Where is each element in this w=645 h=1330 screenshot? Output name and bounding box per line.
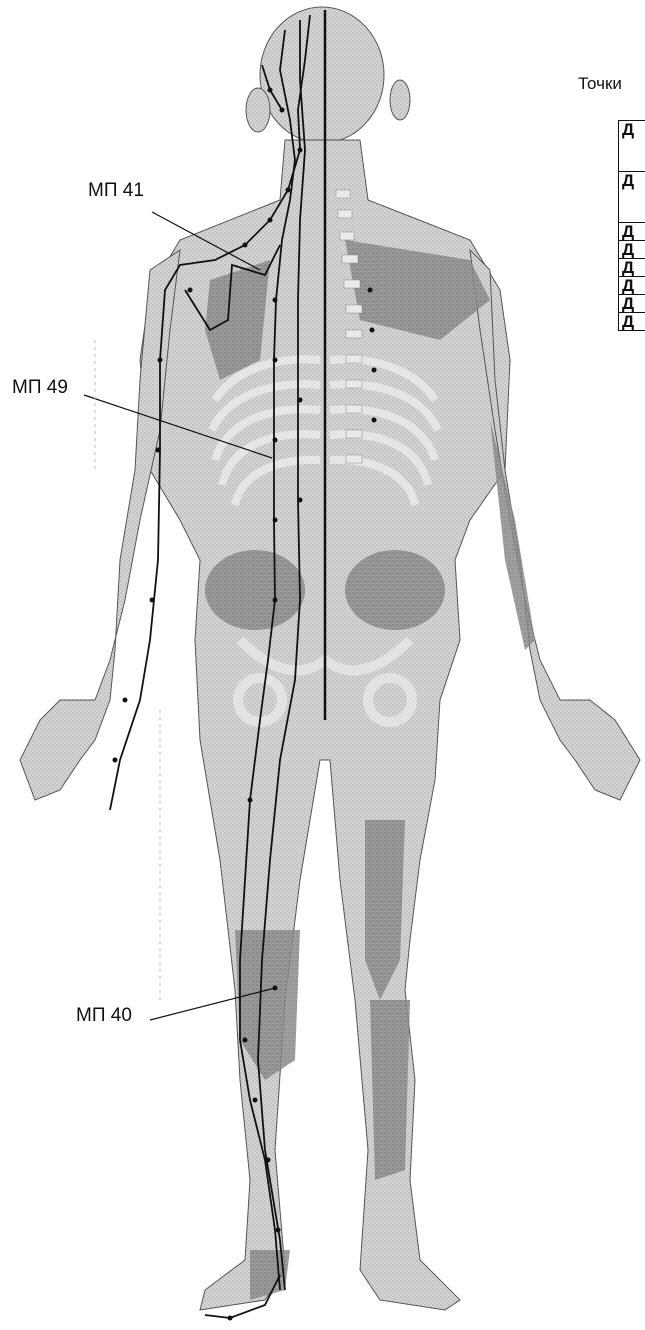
table-cell: Д xyxy=(619,295,645,313)
table-cell: Д xyxy=(619,241,645,259)
table-row: Д xyxy=(619,172,645,223)
label-mp49: МП 49 xyxy=(12,377,68,399)
table-cell: Д xyxy=(619,223,645,241)
label-mp41: МП 41 xyxy=(88,180,144,202)
table-cell: Д xyxy=(619,172,645,223)
table-cell: Д xyxy=(619,121,645,172)
table-row: Д xyxy=(619,313,645,331)
table-row: Д xyxy=(619,259,645,277)
table-cell: Д xyxy=(619,277,645,295)
table-cell: Д xyxy=(619,313,645,331)
table-row: Д xyxy=(619,241,645,259)
table-row: Д xyxy=(619,277,645,295)
table-row: Д xyxy=(619,223,645,241)
table-row: Д xyxy=(619,121,645,172)
table-cell: Д xyxy=(619,259,645,277)
points-table: Д Д Д Д Д Д Д Д xyxy=(618,120,645,331)
label-mp40: МП 40 xyxy=(76,1005,132,1027)
table-row: Д xyxy=(619,295,645,313)
points-heading: Точки xyxy=(578,74,622,94)
